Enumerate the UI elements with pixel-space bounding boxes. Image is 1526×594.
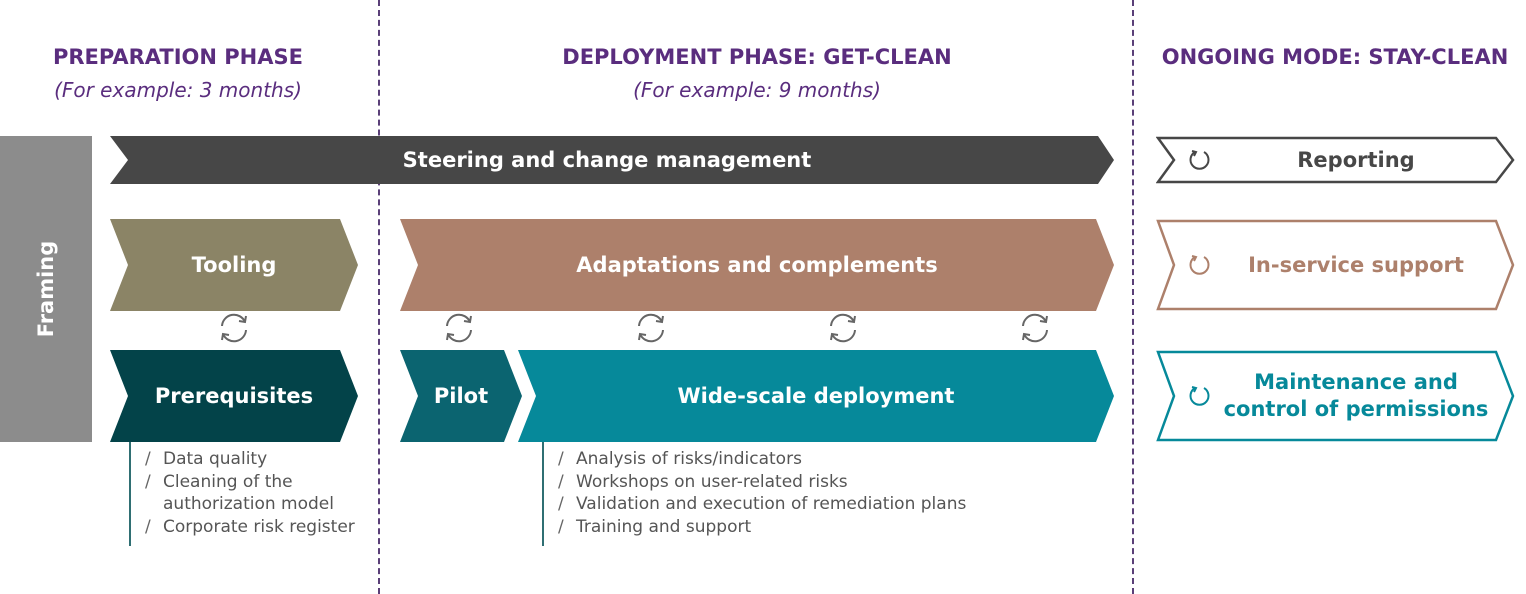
refresh-cycle-icon	[446, 313, 472, 343]
ongoing-phase-title: ONGOING MODE: STAY-CLEAN	[1161, 45, 1509, 69]
adaptations-label: Adaptations and complements	[576, 253, 938, 277]
slash-icon: /	[558, 471, 564, 492]
steering-label: Steering and change management	[402, 148, 812, 172]
list-item-text: Workshops on user-related risks	[576, 471, 848, 492]
reporting-label: Reporting	[1297, 147, 1415, 172]
slash-icon: /	[145, 471, 151, 492]
maintenance-label: Maintenance and control of permissions	[1216, 350, 1496, 442]
prerequisites-list: / Data quality / Cleaning of the authoriza…	[145, 448, 355, 538]
slash-icon: /	[145, 516, 151, 537]
slash-icon: /	[558, 494, 564, 514]
refresh-cycle-icon	[221, 313, 247, 343]
list-item-text: Validation and execution of remediation …	[576, 494, 967, 514]
list-item: authorization model	[145, 493, 355, 516]
deployment-list: / Analysis of risks/indicators / Workshops…	[558, 448, 966, 538]
maintenance-label-line1: Maintenance and	[1254, 370, 1458, 394]
loop-arrow-icon	[1188, 384, 1212, 408]
pilot-label: Pilot	[433, 384, 489, 408]
framing-label: Framing	[34, 240, 58, 338]
steering-chevron: Steering and change management	[110, 136, 1114, 184]
slash-icon: /	[558, 516, 564, 537]
slash-icon: /	[558, 449, 564, 469]
deployment-phase-subtitle: (For example: 9 months)	[633, 78, 881, 102]
refresh-cycle-icon	[830, 313, 856, 343]
maintenance-label-line2: control of permissions	[1223, 397, 1489, 421]
refresh-cycle-icon	[638, 313, 664, 343]
list-item: / Cleaning of the	[145, 471, 355, 494]
list-item-text: Training and support	[576, 516, 752, 537]
list-item-text: Data quality	[163, 449, 268, 469]
wide-scale-chevron: Wide-scale deployment	[518, 350, 1114, 442]
preparation-phase-subtitle: (For example: 3 months)	[54, 78, 302, 102]
prerequisites-chevron: Prerequisites	[110, 350, 358, 442]
tooling-label: Tooling	[191, 253, 277, 277]
reporting-chevron: Reporting	[1156, 136, 1516, 184]
prerequisites-list-rule	[129, 442, 131, 546]
refresh-cycle-icon	[1022, 313, 1048, 343]
wide-scale-label: Wide-scale deployment	[677, 384, 955, 408]
list-item: / Training and support	[558, 516, 966, 539]
deployment-phase-title: DEPLOYMENT PHASE: GET-CLEAN	[562, 45, 952, 69]
list-item: / Workshops on user-related risks	[558, 471, 966, 494]
framing-bar: Framing	[0, 136, 92, 442]
maintenance-chevron: Maintenance and control of permissions	[1156, 350, 1516, 442]
list-item: / Corporate risk register	[145, 516, 355, 539]
prerequisites-label: Prerequisites	[154, 384, 314, 408]
phase-divider-left	[378, 0, 380, 594]
phase-divider-right	[1132, 0, 1134, 594]
slash-icon: /	[145, 449, 151, 469]
loop-arrow-icon	[1188, 253, 1212, 277]
loop-arrow-icon	[1188, 148, 1212, 172]
list-item: / Analysis of risks/indicators	[558, 448, 966, 471]
pilot-chevron: Pilot	[400, 350, 522, 442]
deployment-list-rule	[542, 442, 544, 546]
in-service-chevron: In-service support	[1156, 219, 1516, 311]
preparation-phase-title: PREPARATION PHASE	[53, 45, 303, 69]
in-service-label: In-service support	[1248, 252, 1464, 277]
list-item-text: Corporate risk register	[163, 516, 355, 537]
list-item-text: Cleaning of the	[163, 471, 293, 492]
list-item-text: Analysis of risks/indicators	[576, 449, 802, 469]
list-item: / Validation and execution of remediation…	[558, 493, 966, 516]
tooling-chevron: Tooling	[110, 219, 358, 311]
list-item-text: authorization model	[163, 494, 334, 514]
list-item: / Data quality	[145, 448, 355, 471]
adaptations-chevron: Adaptations and complements	[400, 219, 1114, 311]
